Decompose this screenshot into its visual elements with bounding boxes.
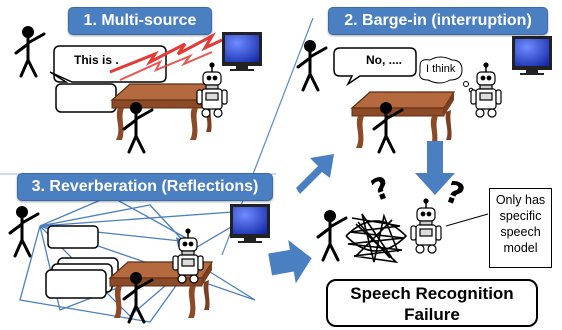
speech-bubble bbox=[47, 225, 99, 249]
speech-text-barge-in: No, .... bbox=[366, 53, 402, 67]
panel-title-reverberation: 3. Reverberation (Reflections) bbox=[17, 173, 273, 201]
television-icon bbox=[222, 32, 262, 71]
speech-text-multi-source: This is . bbox=[74, 53, 119, 67]
panel-result: ? ? bbox=[316, 170, 489, 264]
noise-zigzag-icon bbox=[109, 32, 223, 74]
flow-arrows bbox=[268, 141, 455, 284]
speaker-figure-icon bbox=[14, 24, 46, 78]
panel-reverberation bbox=[8, 195, 270, 324]
failure-line: Speech Recognition bbox=[350, 284, 514, 303]
callout-line bbox=[445, 213, 489, 227]
robot-icon bbox=[196, 62, 228, 118]
arrow-down-icon bbox=[415, 141, 455, 195]
television-icon bbox=[230, 204, 270, 243]
echo-bubble bbox=[45, 269, 107, 299]
thought-bubble bbox=[419, 56, 463, 84]
second-speaker-figure-icon bbox=[122, 100, 154, 154]
scribble-noise-icon bbox=[345, 213, 408, 264]
robot-icon bbox=[470, 62, 502, 118]
panel-multi-source bbox=[14, 24, 262, 154]
model-note-line: speech bbox=[500, 225, 541, 239]
failure-line: Failure bbox=[404, 305, 460, 324]
empty-speech-bubble bbox=[55, 83, 117, 113]
noise-zigzag-icon bbox=[119, 51, 213, 81]
panel-title-barge-in: 2. Barge-in (interruption) bbox=[328, 7, 548, 35]
arrow-diagonal-icon bbox=[296, 154, 334, 194]
model-note-line: Only has bbox=[495, 193, 546, 207]
panel-title-multi-source: 1. Multi-source bbox=[68, 7, 212, 35]
speech-recognition-failure-box: Speech Recognition Failure bbox=[326, 279, 538, 327]
question-mark-icon: ? bbox=[367, 170, 395, 209]
model-note-line: model bbox=[503, 241, 538, 255]
panel-barge-in bbox=[296, 36, 552, 154]
speech-bubble bbox=[333, 47, 417, 87]
arrow-right-icon bbox=[268, 239, 312, 284]
model-note-line: specific bbox=[499, 209, 542, 223]
speech-model-note: Only has specific speech model bbox=[489, 188, 552, 268]
reflection-rays bbox=[19, 195, 261, 323]
robot-thought-text: I think bbox=[426, 63, 456, 75]
television-icon bbox=[512, 36, 552, 75]
speaker-figure-icon bbox=[316, 208, 348, 262]
robot-icon bbox=[410, 198, 442, 254]
table-icon bbox=[351, 91, 455, 149]
